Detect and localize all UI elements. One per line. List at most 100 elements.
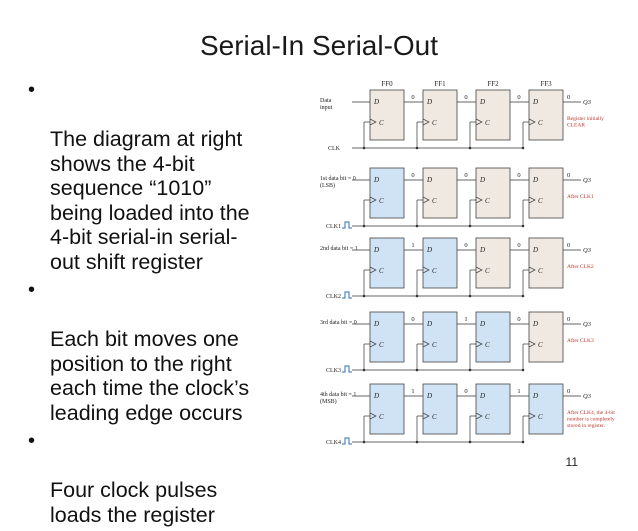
flip-flop-box [475,89,511,141]
q3-value: 0 [567,388,570,395]
flip-flop-box [475,311,511,363]
clk-label: CLK [328,146,341,152]
clock-triangle-icon [422,340,430,348]
row-note: After CLK1 [567,193,594,200]
ff-d-label: D [426,320,432,328]
row-input-label: 4th data bit = 1 [320,392,356,398]
clock-triangle-icon [369,340,377,348]
q-value: 0 [464,242,467,249]
ff-c-label: C [379,197,384,205]
clock-triangle-icon [528,118,536,126]
ff-c-label: C [379,267,384,275]
ff-c-label: C [485,267,490,275]
row-note: CLEAR [567,123,585,129]
flip-flop-box [528,167,564,219]
clock-pulse-icon [342,365,352,373]
flip-flop-box [369,89,405,141]
bullet-item: • Four clock pulses loads the register [28,429,318,527]
row-input-label: (LSB) [320,182,335,189]
flip-flop-box [422,311,458,363]
row-input-label: Data [320,98,332,104]
q-value: 1 [411,242,414,249]
ff-c-label: C [432,119,437,127]
ff-d-label: D [373,320,379,328]
flip-flop-box [528,311,564,363]
ff-d-label: D [479,320,485,328]
ff-d-label: D [479,176,485,184]
bullet-text: Each bit moves one position to the right… [50,327,250,425]
ff-d-label: D [373,246,379,254]
clock-triangle-icon [475,266,483,274]
flip-flop-box [475,237,511,289]
ff-c-label: C [485,341,490,349]
flip-flop-box [475,383,511,435]
ff-d-label: D [426,392,432,400]
flip-flop-box [422,89,458,141]
q3-value: 0 [567,94,570,101]
q3-value: 0 [567,172,570,179]
q-value: 0 [411,316,414,323]
bullet-text: Four clock pulses loads the register [50,478,218,527]
bullet-item: • The diagram at right shows the 4-bit s… [28,78,318,274]
ff-c-label: C [432,413,437,421]
clock-pulse-icon [342,221,352,229]
ff-c-label: C [538,413,543,421]
ff-d-label: D [373,176,379,184]
q3-label: Q3 [583,321,592,328]
ff-header-label: FF0 [381,80,393,88]
ff-c-label: C [538,267,543,275]
clock-triangle-icon [422,118,430,126]
row-input-label: 1st data bit = 0 [320,176,356,182]
row-input-label: (MSB) [320,398,337,405]
ff-header-label: FF1 [434,80,446,88]
q-value: 0 [517,94,520,101]
ff-d-label: D [532,392,538,400]
q3-label: Q3 [583,247,592,254]
q3-value: 0 [567,242,570,249]
row-input-label: input [320,105,333,111]
clock-triangle-icon [422,266,430,274]
clock-triangle-icon [475,412,483,420]
flip-flop-box [528,89,564,141]
flip-flop-box [369,237,405,289]
q3-label: Q3 [583,177,592,184]
clock-triangle-icon [369,196,377,204]
ff-d-label: D [479,392,485,400]
ff-d-label: D [426,246,432,254]
q-value: 1 [411,388,414,395]
ff-header-label: FF2 [487,80,499,88]
clock-label: CLK1 [326,224,341,230]
clock-triangle-icon [528,196,536,204]
bullet-dot-icon: • [28,279,36,301]
q3-label: Q3 [583,99,592,106]
ff-c-label: C [432,267,437,275]
ff-c-label: C [538,341,543,349]
row-note: After CLK4, the 4-bit [567,409,615,416]
clock-label: CLK4 [326,440,341,446]
bullet-item: • Each bit moves one position to the rig… [28,278,318,425]
flip-flop-box [422,237,458,289]
ff-d-label: D [373,392,379,400]
q-value: 1 [517,388,520,395]
ff-d-label: D [479,98,485,106]
flip-flop-box [369,383,405,435]
clock-pulse-icon [342,437,352,445]
flip-flop-box [528,237,564,289]
q3-value: 0 [567,316,570,323]
ff-c-label: C [379,413,384,421]
ff-d-label: D [426,176,432,184]
ff-c-label: C [379,119,384,127]
ff-d-label: D [426,98,432,106]
q-value: 0 [517,316,520,323]
row-input-label: 3rd data bit = 0 [320,320,357,326]
ff-c-label: C [485,197,490,205]
ff-d-label: D [532,246,538,254]
q-value: 0 [464,172,467,179]
clock-pulse-icon [342,291,352,299]
q-value: 1 [464,316,467,323]
ff-d-label: D [479,246,485,254]
q-value: 0 [411,172,414,179]
clock-triangle-icon [422,412,430,420]
